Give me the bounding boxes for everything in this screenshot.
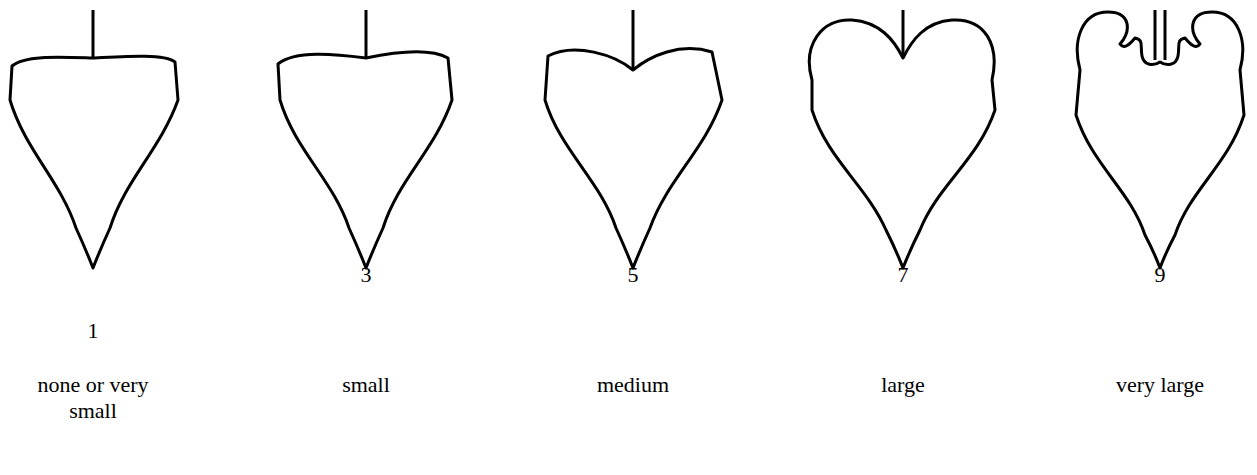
scale-number: 3 (326, 262, 406, 288)
scale-description: large (828, 372, 978, 398)
scale-description: none or very small (18, 372, 168, 424)
leaf-stem (902, 10, 905, 58)
leaf-outline (278, 52, 452, 268)
scale-number: 9 (1120, 262, 1200, 288)
scale-number: 7 (863, 262, 943, 288)
scale-description: very large (1085, 372, 1235, 398)
scale-description: small (291, 372, 441, 398)
leaf-stem (92, 10, 95, 58)
leaf-outline (10, 56, 178, 268)
leaf-outline (1076, 12, 1244, 268)
scale-number: 1 (53, 318, 133, 344)
leaf-stem (1164, 10, 1167, 60)
leaf-outline (809, 20, 995, 268)
scale-description: medium (558, 372, 708, 398)
scale-number: 5 (593, 262, 673, 288)
leaf-stem (1154, 10, 1157, 60)
leaf-stem (365, 10, 368, 58)
leaf-stem (632, 10, 635, 70)
leaf-outline (545, 49, 722, 268)
